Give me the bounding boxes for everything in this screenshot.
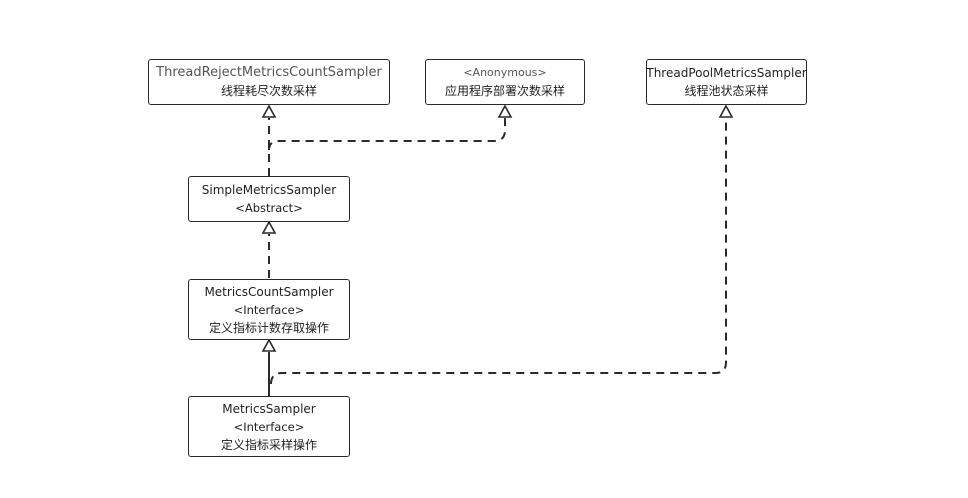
class-stereotype: <Interface> [233,419,305,434]
relation-sampler-to-thread-pool [270,118,727,385]
class-box-metrics-count-sampler: MetricsCountSampler <Interface> 定义指标计数存取… [188,279,350,340]
class-name: <Anonymous> [463,66,547,79]
class-description: 应用程序部署次数采样 [444,84,565,98]
realization-arrowhead [261,220,277,234]
class-description: 线程池状态采样 [684,84,769,98]
realization-arrowhead [497,104,513,118]
generalization-arrowhead [261,338,277,352]
class-name: ThreadPoolMetricsSampler [646,66,807,80]
class-box-simple-metrics-sampler: SimpleMetricsSampler <Abstract> [188,176,350,222]
class-box-metrics-sampler: MetricsSampler <Interface> 定义指标采样操作 [188,396,350,457]
class-description: 线程耗尽次数采样 [220,84,317,98]
class-stereotype: <Interface> [233,302,305,317]
class-stereotype: <Abstract> [235,201,303,215]
class-name: MetricsCountSampler [204,284,334,299]
class-name: SimpleMetricsSampler [201,183,337,197]
class-description: 定义指标计数存取操作 [208,320,329,335]
class-box-thread-reject-metrics-count-sampler: ThreadRejectMetricsCountSampler 线程耗尽次数采样 [148,59,390,105]
relation-simple-to-anonymous [268,118,506,151]
class-box-anonymous: <Anonymous> 应用程序部署次数采样 [425,59,585,105]
realization-arrowhead [718,104,734,118]
class-description: 定义指标采样操作 [220,437,317,452]
realization-arrowhead [261,104,277,118]
class-name: MetricsSampler [222,401,316,416]
class-name: ThreadRejectMetricsCountSampler [156,65,382,80]
class-box-thread-pool-metrics-sampler: ThreadPoolMetricsSampler 线程池状态采样 [646,59,807,105]
